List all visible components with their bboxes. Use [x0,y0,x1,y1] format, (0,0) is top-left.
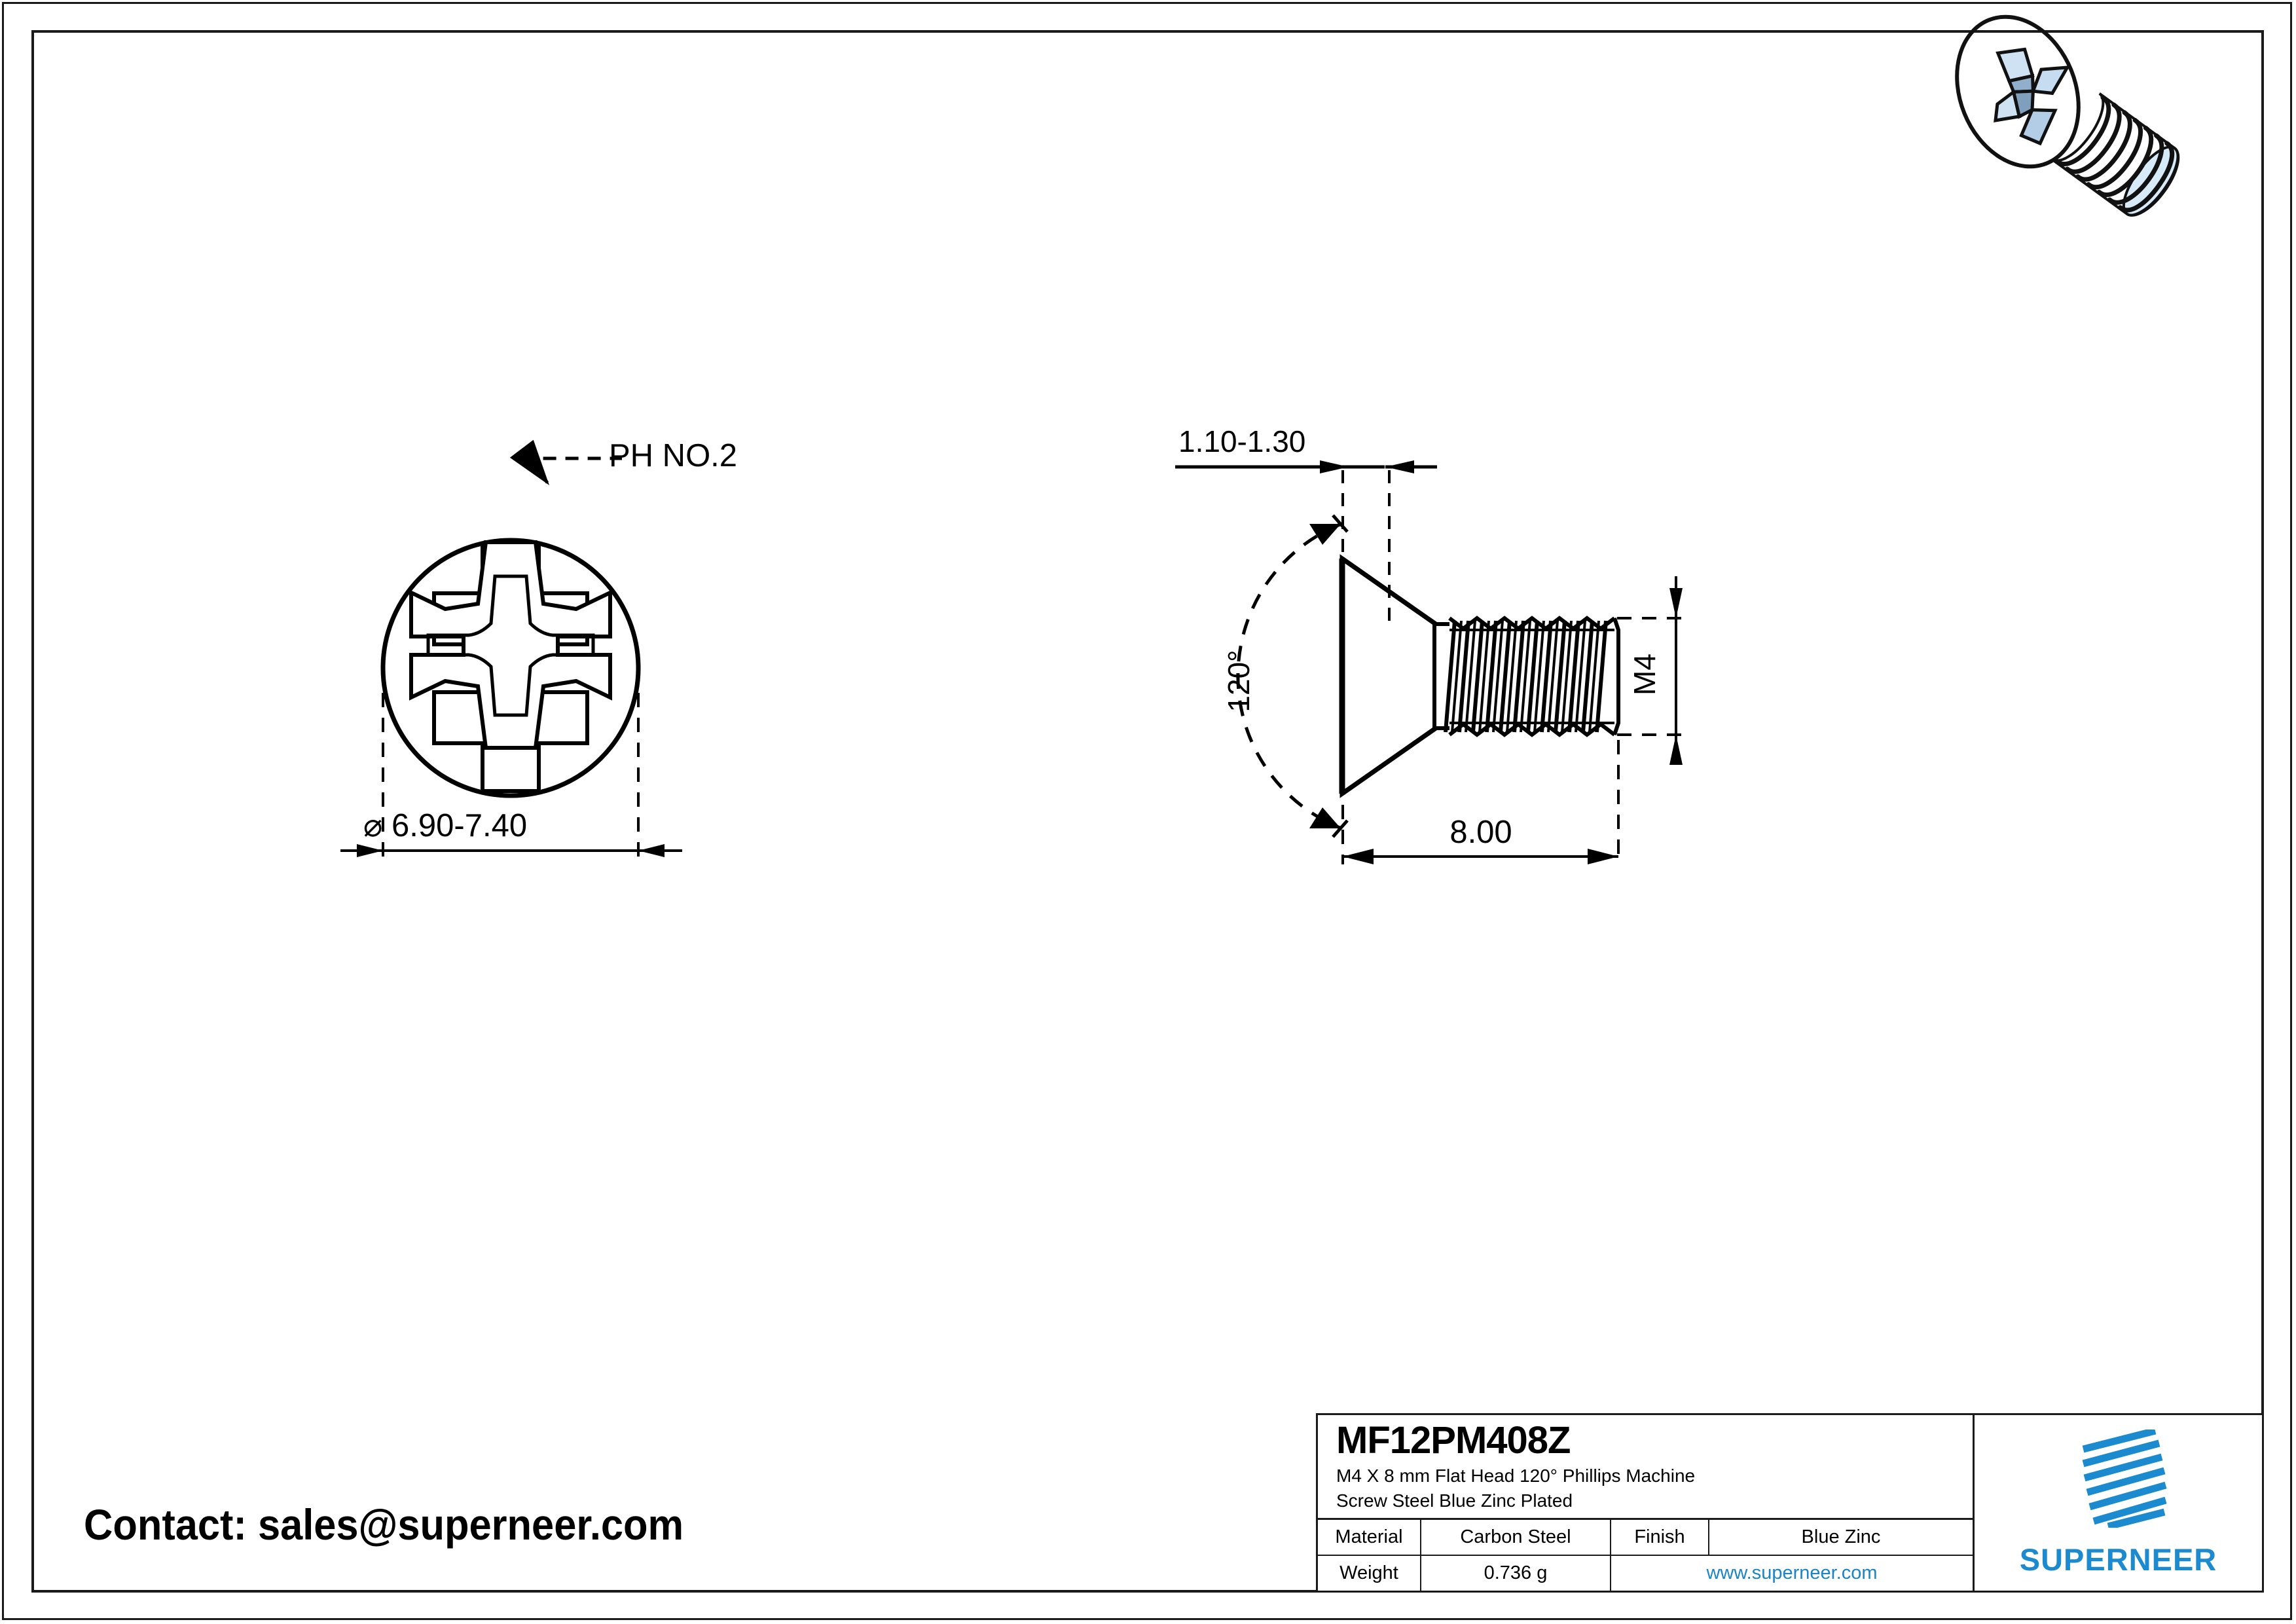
phillips-cross-geometry [409,540,612,750]
website-link[interactable]: www.superneer.com [1706,1562,1878,1583]
table-row: Weight 0.736 g www.superneer.com [1318,1556,1973,1591]
ph-no2-leader-line [509,439,622,485]
head-height-label: 1.10-1.30 [1178,424,1305,458]
finish-value: Blue Zinc [1801,1526,1881,1547]
title-block: MF12PM408Z M4 X 8 mm Flat Head 120° Phil… [1316,1413,2264,1593]
description-line-1: M4 X 8 mm Flat Head 120° Phillips Machin… [1336,1466,1696,1486]
part-number: MF12PM408Z [1336,1419,1571,1462]
description-line-2: Screw Steel Blue Zinc Plated [1336,1490,1573,1511]
superneer-logo-icon [2082,1430,2167,1528]
isometric-screw-render [1955,14,2180,217]
top-view-drawing [340,439,682,858]
title-block-description: MF12PM408Z M4 X 8 mm Flat Head 120° Phil… [1318,1415,1973,1520]
material-value: Carbon Steel [1421,1520,1611,1555]
material-label: Material [1318,1520,1421,1555]
finish-label: Finish [1611,1520,1709,1555]
sheet-border-inner [31,30,2264,1593]
head-diameter-label: ⌀ 6.90-7.40 [363,808,527,843]
angle-arc [1236,522,1342,830]
brand-panel: SUPERNEER [1975,1415,2262,1591]
m4-label: M4 [1628,654,1662,695]
side-view-drawing [1175,460,1689,864]
contact-text: Contact: sales@superneer.com [84,1500,684,1549]
length-label: 8.00 [1449,815,1512,850]
table-row: Material Carbon Steel Finish Blue Zinc [1318,1520,1973,1556]
thread-profile [1444,616,1620,737]
weight-label: Weight [1318,1556,1421,1591]
angle-label: 120° [1222,650,1256,712]
ph-no2-label: PH NO.2 [609,438,737,473]
title-block-spec-table: Material Carbon Steel Finish Blue Zinc W… [1318,1520,1973,1591]
phillips-cross-pocket [426,574,595,717]
title-block-left: MF12PM408Z M4 X 8 mm Flat Head 120° Phil… [1318,1415,1975,1591]
brand-name: SUPERNEER [2019,1542,2217,1577]
weight-value: 0.736 g [1421,1556,1611,1591]
